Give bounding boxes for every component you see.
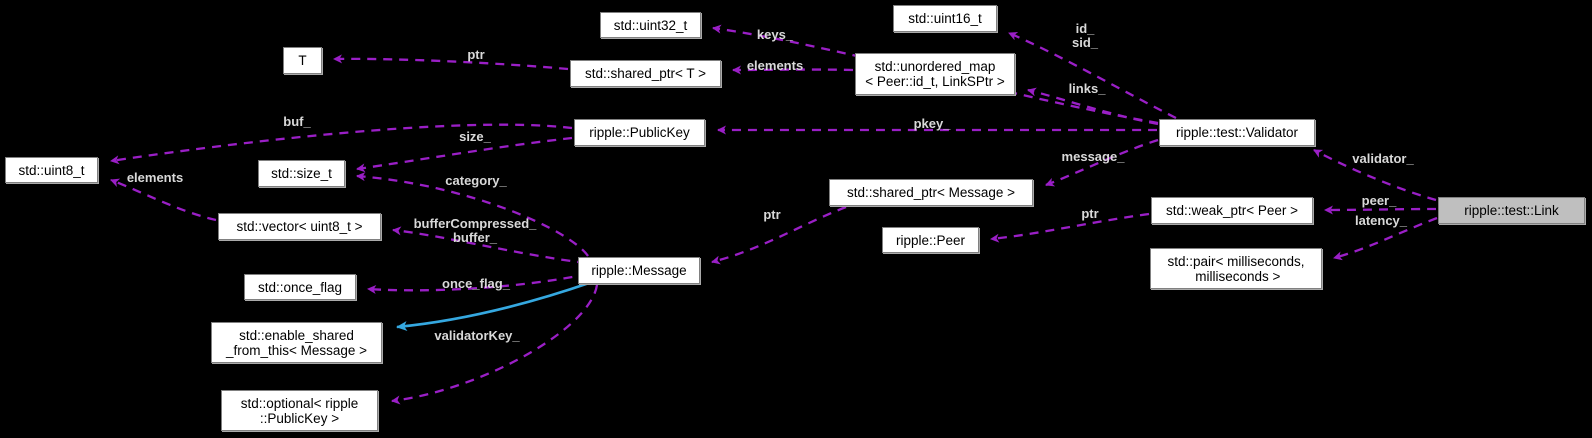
node-std-uint8-t[interactable]: std::uint8_t	[5, 157, 98, 183]
node-std-vector-uint8-t[interactable]: std::vector< uint8_t >	[218, 213, 381, 240]
node-std-shared-ptr-message[interactable]: std::shared_ptr< Message >	[829, 179, 1033, 206]
node-std-uint16-t[interactable]: std::uint16_t	[893, 5, 997, 32]
edge-peer	[1324, 205, 1437, 215]
node-std-weak-ptr-peer[interactable]: std::weak_ptr< Peer >	[1151, 197, 1313, 224]
edge-elements-vec	[110, 178, 217, 222]
node-ripple-test-link[interactable]: ripple::test::Link	[1438, 197, 1585, 224]
node-ripple-peer[interactable]: ripple::Peer	[882, 227, 979, 253]
node-std-size-t[interactable]: std::size_t	[258, 160, 345, 187]
node-std-optional-publickey[interactable]: std::optional< ripple ::PublicKey >	[221, 390, 378, 431]
node-ripple-message[interactable]: ripple::Message	[578, 257, 700, 284]
edge-ptr-T	[333, 54, 569, 71]
node-std-unordered-map[interactable]: std::unordered_map < Peer::id_t, LinkSPt…	[855, 53, 1015, 95]
node-ripple-test-validator[interactable]: ripple::test::Validator	[1159, 119, 1315, 146]
node-std-pair-milliseconds[interactable]: std::pair< milliseconds, milliseconds >	[1150, 248, 1322, 289]
edge-latency	[1333, 216, 1438, 261]
node-std-enable-shared-from-this[interactable]: std::enable_shared _from_this< Message >	[211, 322, 382, 363]
edge-validatorkey	[391, 284, 599, 405]
edge-onceflag	[367, 272, 589, 295]
node-ripple-publickey[interactable]: ripple::PublicKey	[574, 119, 705, 146]
edge-links	[1027, 87, 1159, 126]
node-std-uint32-t[interactable]: std::uint32_t	[600, 12, 701, 38]
edge-buffer	[392, 226, 587, 265]
edge-validator	[1313, 148, 1437, 202]
edge-id-sid	[1008, 31, 1177, 120]
edge-ptr-peer	[990, 212, 1150, 243]
node-template-T[interactable]: T	[283, 47, 322, 74]
node-std-shared-ptr-t[interactable]: std::shared_ptr< T >	[570, 60, 721, 87]
edge-message	[1045, 138, 1159, 187]
edge-inherit-enable-shared	[396, 280, 593, 332]
edge-keys	[712, 24, 1159, 125]
edge-ptr-msg	[711, 205, 847, 265]
edge-size	[356, 136, 573, 173]
node-std-once-flag[interactable]: std::once_flag	[244, 274, 356, 300]
edge-buf	[110, 123, 573, 165]
